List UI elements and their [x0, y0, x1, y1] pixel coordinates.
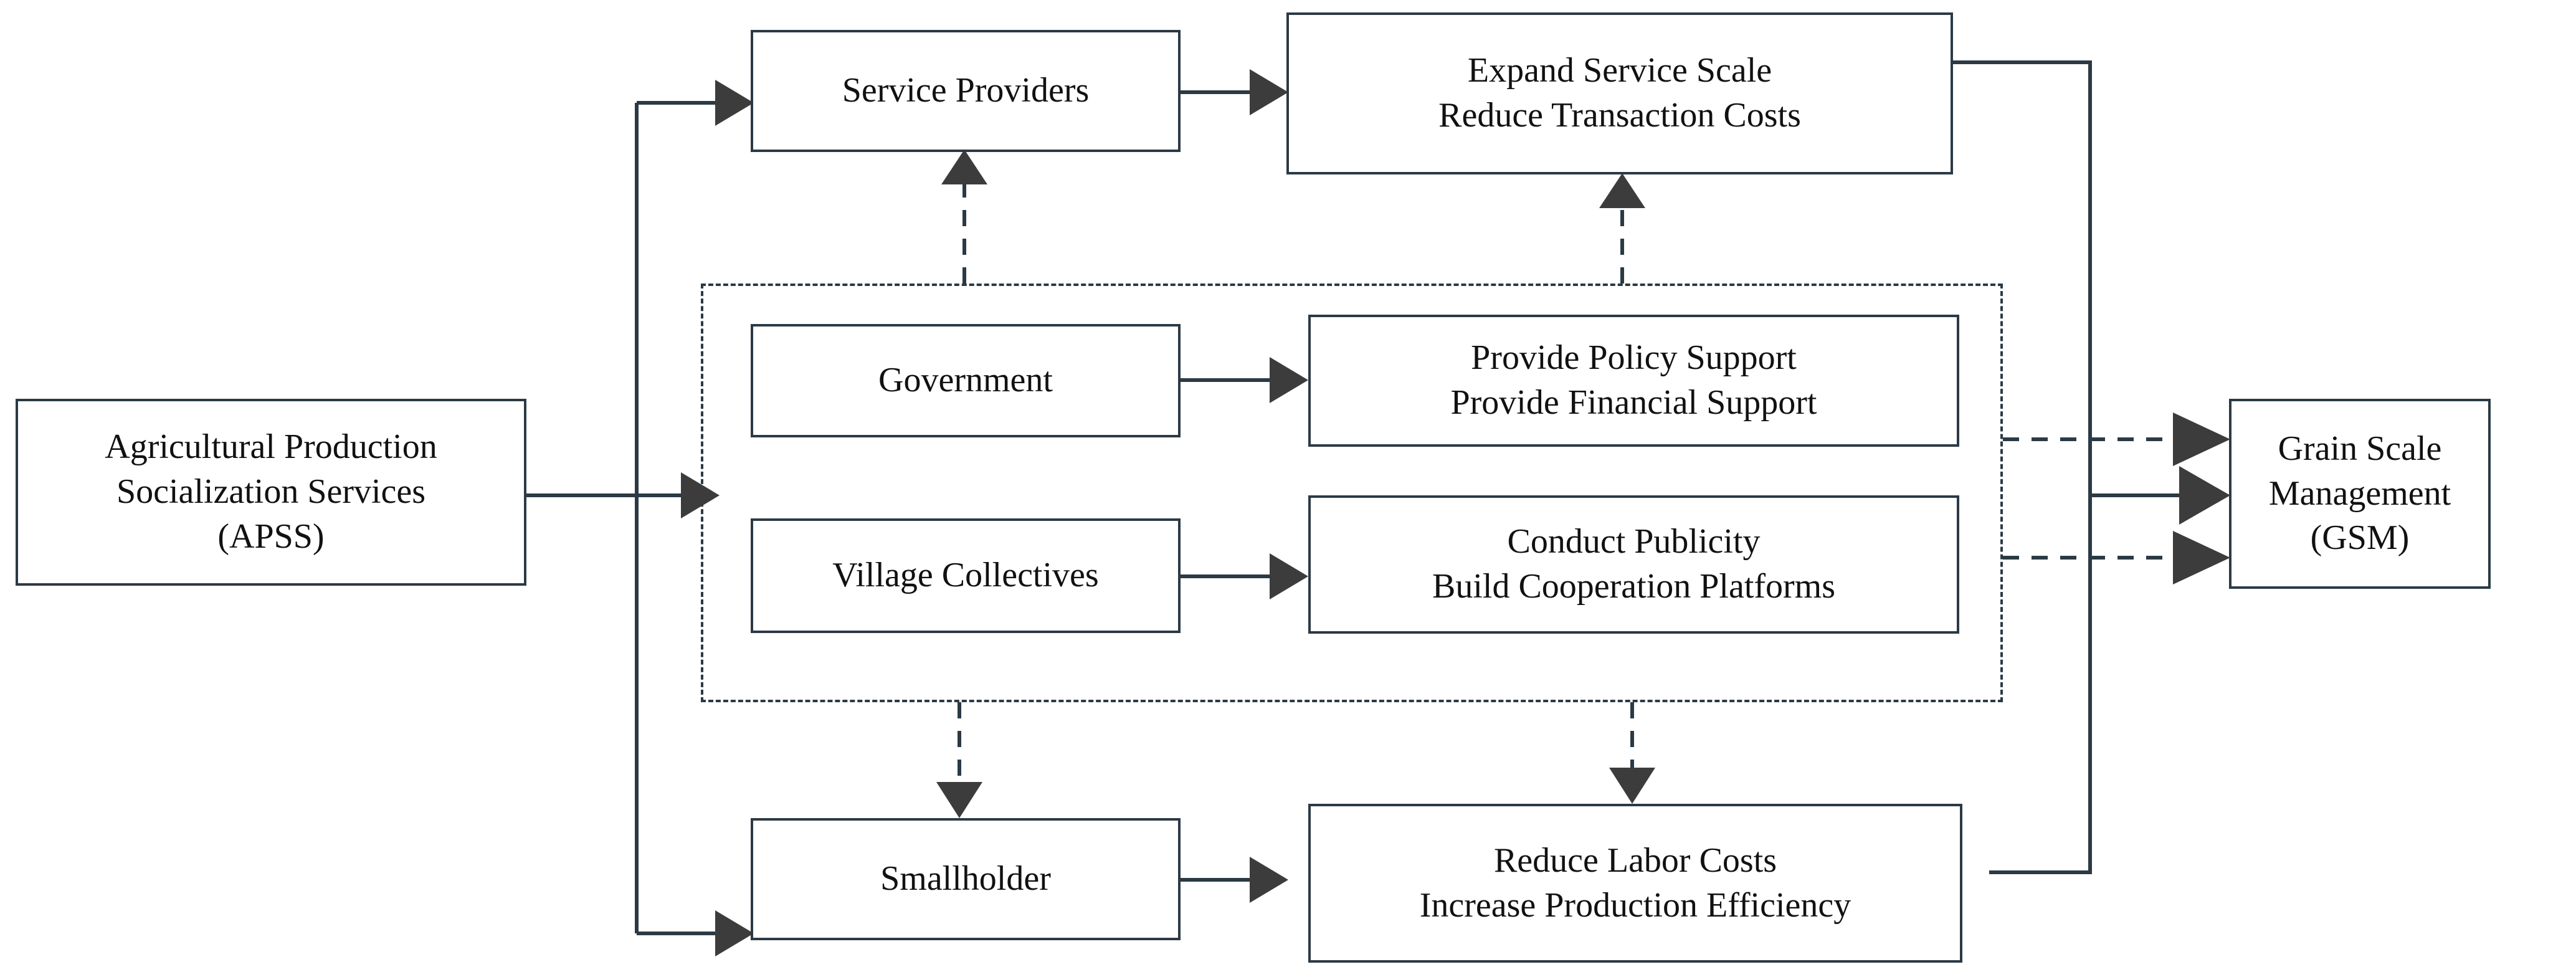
- node-policy-line-2: Provide Financial Support: [1450, 383, 1817, 422]
- node-government-label: Government: [878, 361, 1053, 400]
- node-gsm-line-2: Management: [2268, 474, 2451, 513]
- arrowhead-down-reduce: [1609, 768, 1655, 804]
- node-village-label: Village Collectives: [832, 556, 1099, 595]
- arrowhead-reduce: [1250, 857, 1288, 903]
- node-smallholder[interactable]: Smallholder: [751, 818, 1181, 940]
- arrowhead-down-smallholder: [936, 782, 982, 818]
- node-gsm[interactable]: Grain Scale Management (GSM): [2229, 399, 2491, 589]
- node-gsm-line-3: (GSM): [2310, 518, 2410, 558]
- node-conduct-publicity[interactable]: Conduct Publicity Build Cooperation Plat…: [1308, 495, 1959, 634]
- node-service-providers-label: Service Providers: [842, 71, 1090, 110]
- arrowhead-expand: [1250, 69, 1288, 115]
- node-reduce-line-1: Reduce Labor Costs: [1493, 841, 1777, 880]
- wire-reduce-spine: [1989, 495, 2092, 874]
- node-village-collectives[interactable]: Village Collectives: [751, 518, 1181, 633]
- node-smallholder-label: Smallholder: [880, 859, 1051, 898]
- node-expand-line-1: Expand Service Scale: [1467, 51, 1772, 90]
- node-publicity-line-2: Build Cooperation Platforms: [1432, 567, 1836, 606]
- node-apss-line-2: Socialization Services: [116, 472, 426, 512]
- node-reduce-line-2: Increase Production Efficiency: [1419, 885, 1851, 925]
- arrowhead-smallholder: [715, 910, 754, 956]
- node-government[interactable]: Government: [751, 324, 1181, 437]
- node-policy-line-1: Provide Policy Support: [1471, 338, 1797, 378]
- node-apss-line-3: (APSS): [217, 517, 325, 556]
- arrowhead-up-service-providers: [941, 150, 987, 184]
- arrowhead-up-expand: [1599, 173, 1645, 208]
- node-expand-service-scale[interactable]: Expand Service Scale Reduce Transaction …: [1286, 12, 1953, 174]
- node-gsm-line-1: Grain Scale: [2278, 429, 2442, 468]
- node-publicity-line-1: Conduct Publicity: [1507, 522, 1761, 561]
- arrowhead-gsm-top: [2173, 412, 2230, 466]
- arrowhead-gsm-bottom: [2173, 531, 2230, 584]
- node-service-providers[interactable]: Service Providers: [751, 30, 1181, 152]
- node-apss-line-1: Agricultural Production: [105, 427, 437, 467]
- node-policy-support[interactable]: Provide Policy Support Provide Financial…: [1308, 315, 1959, 447]
- node-expand-line-2: Reduce Transaction Costs: [1438, 96, 1801, 135]
- arrowhead-gsm-solid: [2179, 466, 2230, 525]
- arrowhead-service-providers: [715, 80, 754, 126]
- node-reduce-labor-costs[interactable]: Reduce Labor Costs Increase Production E…: [1308, 804, 1962, 963]
- node-apss[interactable]: Agricultural Production Socialization Se…: [16, 399, 526, 586]
